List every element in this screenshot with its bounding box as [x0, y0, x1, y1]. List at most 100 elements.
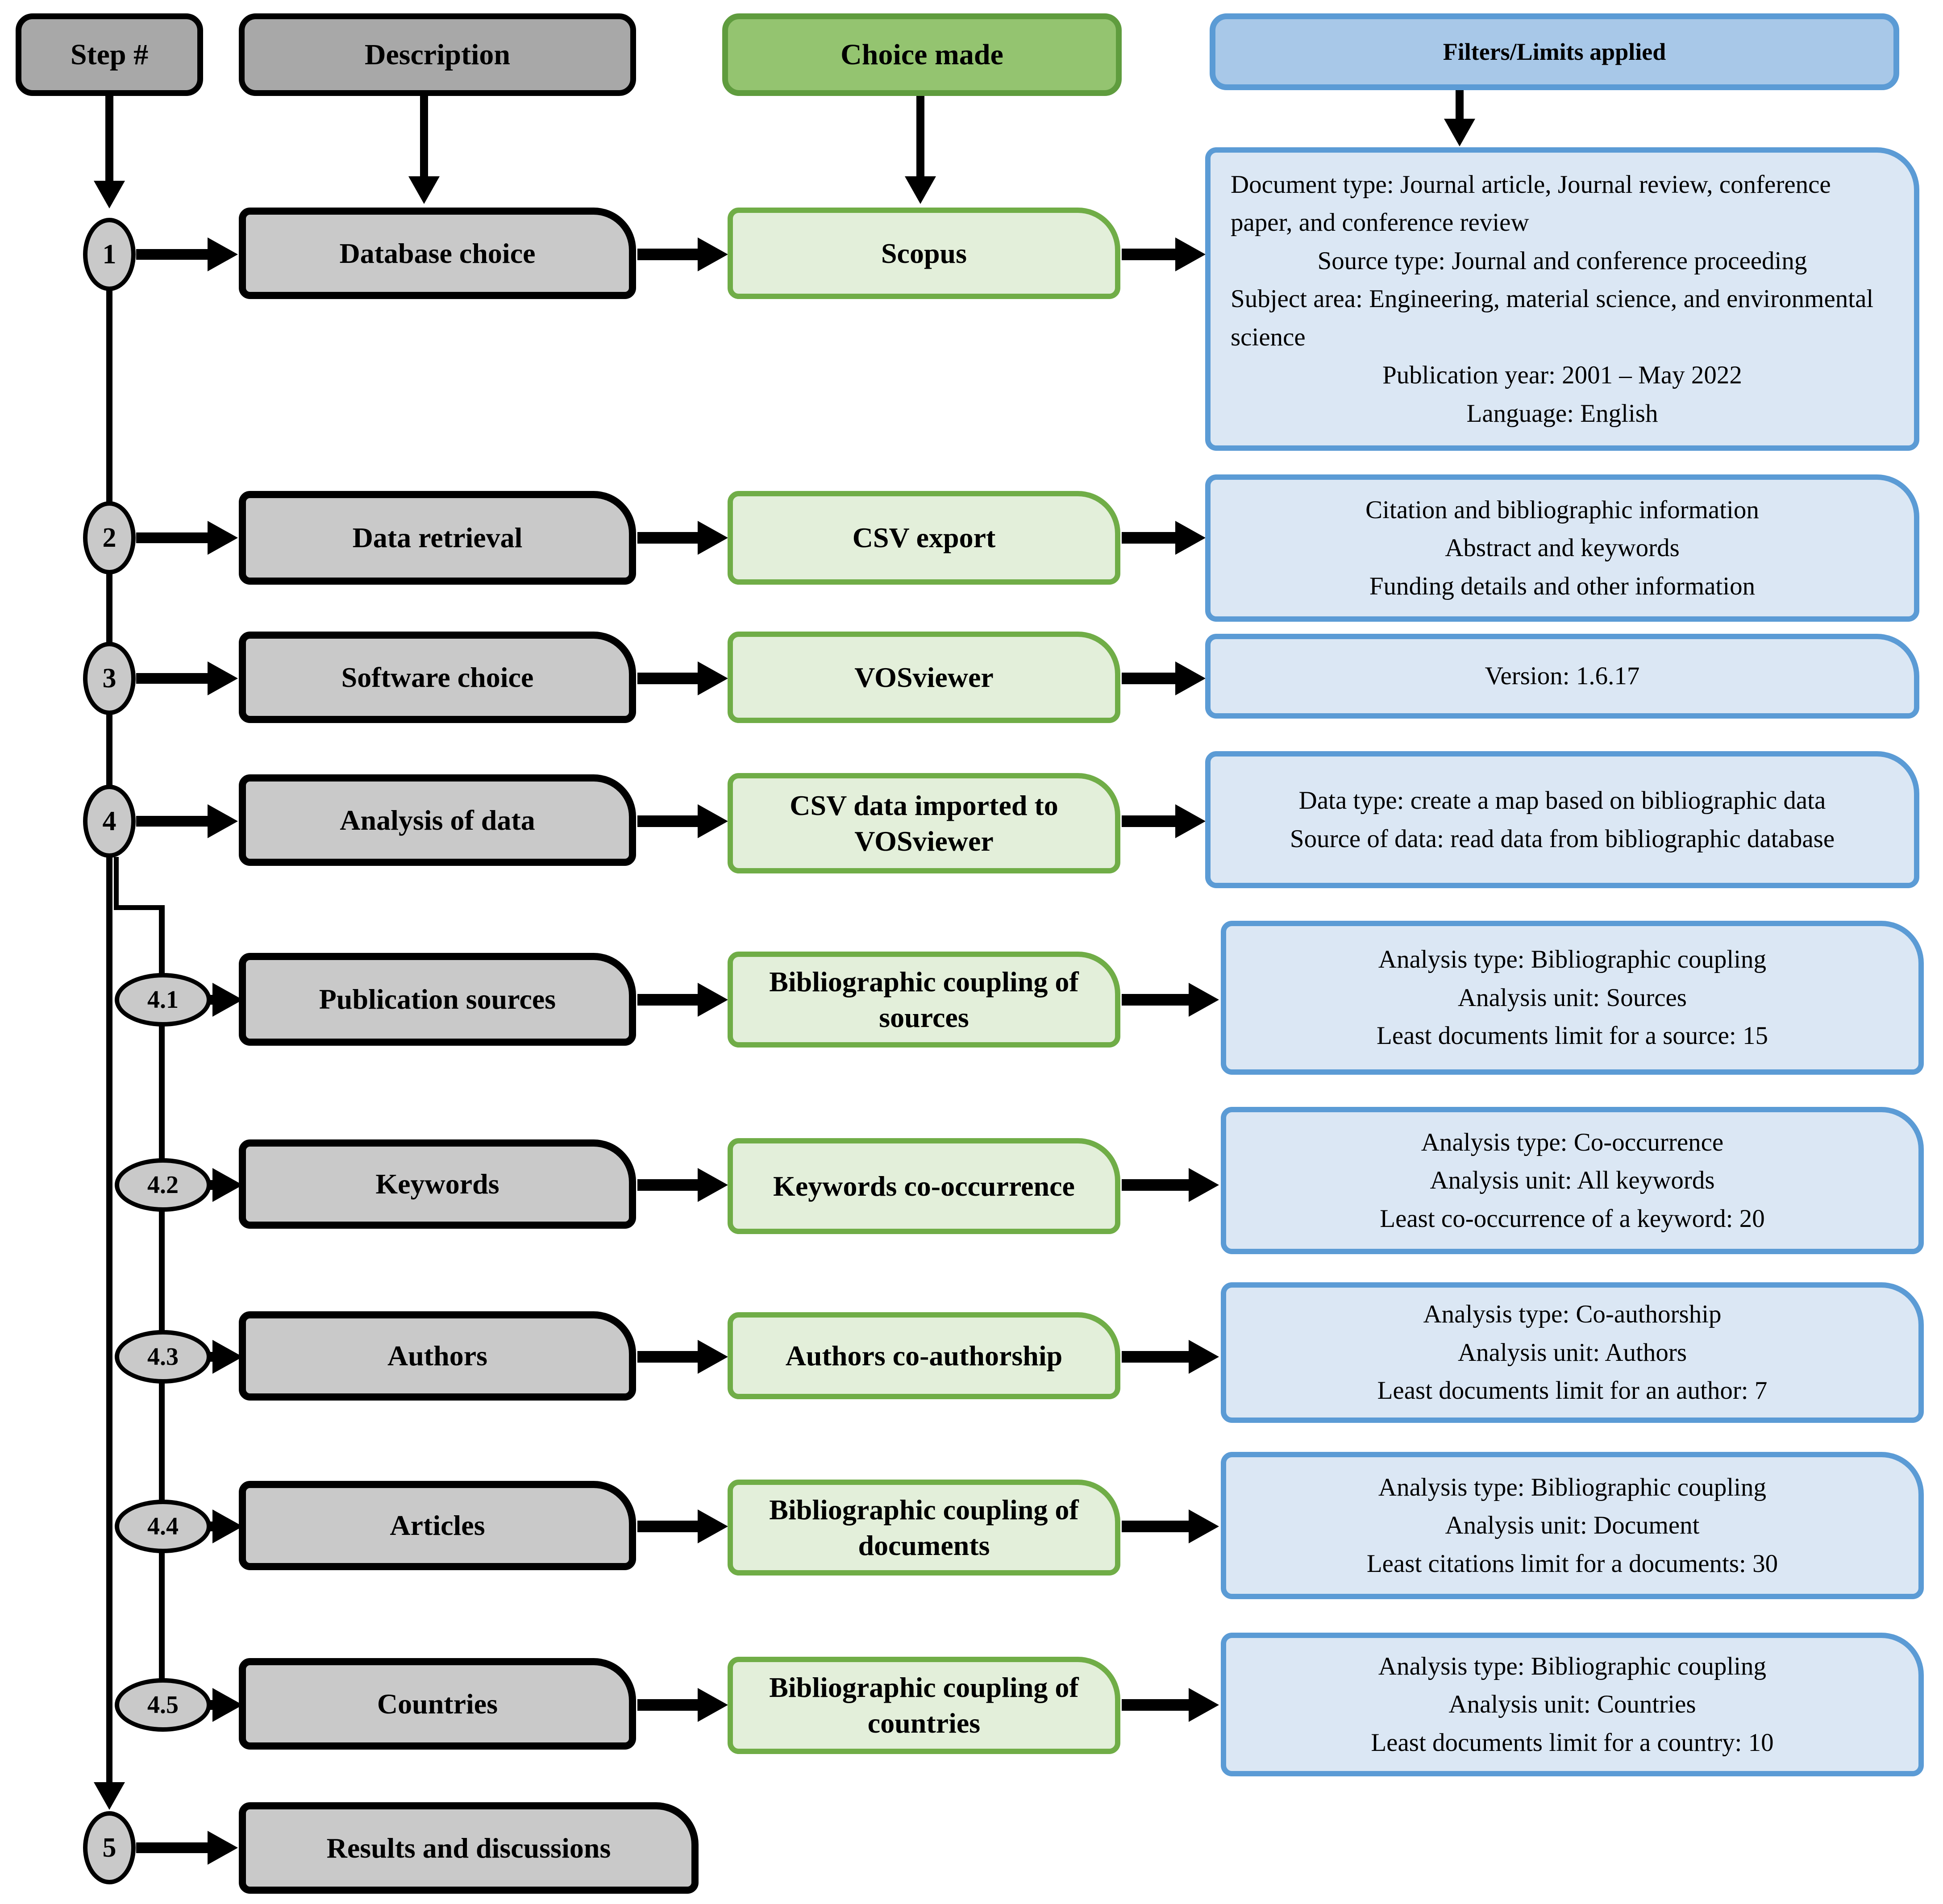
arrow-down-icon: [105, 95, 113, 182]
choice-box-1: Scopus: [728, 208, 1120, 299]
description-box-1: Database choice: [239, 208, 636, 299]
arrow-right-icon: [1122, 673, 1175, 684]
choice-box-4-1: Bibliographic coupling of sources: [728, 952, 1120, 1048]
filters-box-3: Version: 1.6.17: [1205, 634, 1919, 719]
step-circle-4-5: 4.5: [115, 1678, 211, 1732]
arrow-right-icon: [1189, 1340, 1219, 1374]
arrow-right-icon: [1122, 532, 1175, 544]
step-circle-2: 2: [83, 501, 136, 574]
arrow-right-icon: [208, 237, 238, 271]
arrow-right-icon: [698, 661, 728, 695]
filter-line: Least documents limit for an author: 7: [1377, 1376, 1768, 1405]
filters-box-4: Data type: create a map based on bibliog…: [1205, 751, 1919, 888]
arrow-down-icon: [1456, 89, 1464, 121]
filter-line: Analysis unit: Authors: [1457, 1338, 1687, 1367]
header-step: Step #: [16, 13, 203, 96]
description-box-4-2: Keywords: [239, 1139, 636, 1229]
arrow-right-icon: [637, 815, 698, 827]
arrow-right-icon: [136, 673, 208, 684]
filter-line: Publication year: 2001 – May 2022: [1382, 361, 1742, 390]
choice-box-4-4: Bibliographic coupling of documents: [728, 1480, 1120, 1576]
arrow-down-icon: [916, 95, 924, 178]
branch-line: [114, 857, 119, 910]
step-circle-4-1: 4.1: [115, 973, 211, 1027]
step-circle-1: 1: [83, 218, 136, 291]
choice-box-3: VOSviewer: [728, 632, 1120, 723]
filter-line: Analysis type: Bibliographic coupling: [1378, 1473, 1767, 1501]
filter-line: Citation and bibliographic information: [1365, 495, 1759, 524]
arrow-right-icon: [637, 1521, 698, 1532]
description-box-3: Software choice: [239, 632, 636, 723]
filter-line: Subject area: Engineering, material scie…: [1231, 285, 1874, 351]
arrow-right-icon: [637, 1699, 698, 1711]
arrow-down-icon: [1444, 119, 1475, 146]
arrow-right-icon: [637, 532, 698, 544]
step-circle-4-2: 4.2: [115, 1158, 211, 1212]
filters-box-4-1: Analysis type: Bibliographic coupling An…: [1221, 921, 1924, 1075]
choice-box-4: CSV data imported to VOSviewer: [728, 773, 1120, 873]
filter-line: Analysis type: Co-authorship: [1423, 1300, 1722, 1329]
arrow-right-icon: [637, 994, 698, 1006]
arrow-right-icon: [1175, 804, 1206, 838]
filter-line: Language: English: [1466, 399, 1658, 428]
description-box-4-4: Articles: [239, 1481, 636, 1570]
description-box-4-3: Authors: [239, 1311, 636, 1401]
description-box-4: Analysis of data: [239, 774, 636, 866]
arrow-right-icon: [1189, 1688, 1219, 1722]
arrow-right-icon: [212, 1509, 243, 1543]
filter-line: Analysis type: Bibliographic coupling: [1378, 945, 1767, 974]
filter-line: Funding details and other information: [1369, 572, 1756, 600]
arrow-right-icon: [136, 816, 208, 827]
description-box-2: Data retrieval: [239, 491, 636, 585]
filter-line: Version: 1.6.17: [1485, 662, 1640, 690]
arrow-down-icon: [905, 176, 936, 204]
arrow-right-icon: [698, 1688, 728, 1722]
description-box-4-1: Publication sources: [239, 953, 636, 1046]
choice-box-4-2: Keywords co-occurrence: [728, 1138, 1120, 1234]
arrow-right-icon: [698, 983, 728, 1017]
arrow-down-icon: [94, 181, 125, 208]
filters-box-4-3: Analysis type: Co-authorship Analysis un…: [1221, 1282, 1924, 1423]
step-circle-3: 3: [83, 642, 136, 715]
arrow-right-icon: [212, 1168, 243, 1202]
arrow-right-icon: [136, 249, 208, 260]
arrow-right-icon: [698, 237, 728, 271]
arrow-right-icon: [1122, 1351, 1189, 1363]
filter-line: Analysis unit: Document: [1445, 1511, 1700, 1540]
arrow-right-icon: [698, 521, 728, 555]
step-circle-5: 5: [83, 1811, 136, 1884]
branch-line: [114, 905, 165, 910]
arrow-right-icon: [1122, 249, 1175, 260]
filter-line: Source of data: read data from bibliogra…: [1290, 824, 1835, 853]
arrow-right-icon: [1189, 1509, 1219, 1543]
arrow-down-icon: [420, 95, 428, 178]
filter-line: Source type: Journal and conference proc…: [1317, 246, 1807, 275]
filter-line: Analysis type: Bibliographic coupling: [1378, 1652, 1767, 1680]
step-circle-4: 4: [83, 785, 136, 858]
arrow-right-icon: [1189, 1168, 1219, 1202]
arrow-right-icon: [208, 804, 238, 838]
filters-box-1: Document type: Journal article, Journal …: [1205, 147, 1919, 451]
filter-line: Analysis type: Co-occurrence: [1421, 1128, 1724, 1156]
header-filters: Filters/Limits applied: [1210, 13, 1899, 90]
arrow-right-icon: [1122, 815, 1175, 827]
arrow-right-icon: [637, 673, 698, 684]
arrow-right-icon: [1122, 994, 1189, 1006]
arrow-right-icon: [1175, 237, 1206, 271]
arrow-right-icon: [637, 1351, 698, 1363]
arrow-right-icon: [698, 1509, 728, 1543]
filter-line: Least co-occurrence of a keyword: 20: [1380, 1204, 1765, 1233]
arrow-right-icon: [208, 1831, 238, 1865]
arrow-right-icon: [212, 983, 243, 1017]
choice-box-4-3: Authors co-authorship: [728, 1312, 1120, 1399]
filter-line: Least documents limit for a country: 10: [1371, 1728, 1774, 1757]
arrow-right-icon: [1175, 661, 1206, 695]
arrow-right-icon: [1122, 1521, 1189, 1532]
description-box-5: Results and discussions: [239, 1802, 699, 1894]
step-circle-4-3: 4.3: [115, 1330, 211, 1384]
arrow-right-icon: [637, 1179, 698, 1191]
arrow-right-icon: [1189, 983, 1219, 1017]
arrow-right-icon: [637, 249, 698, 260]
arrow-down-icon: [408, 176, 440, 204]
